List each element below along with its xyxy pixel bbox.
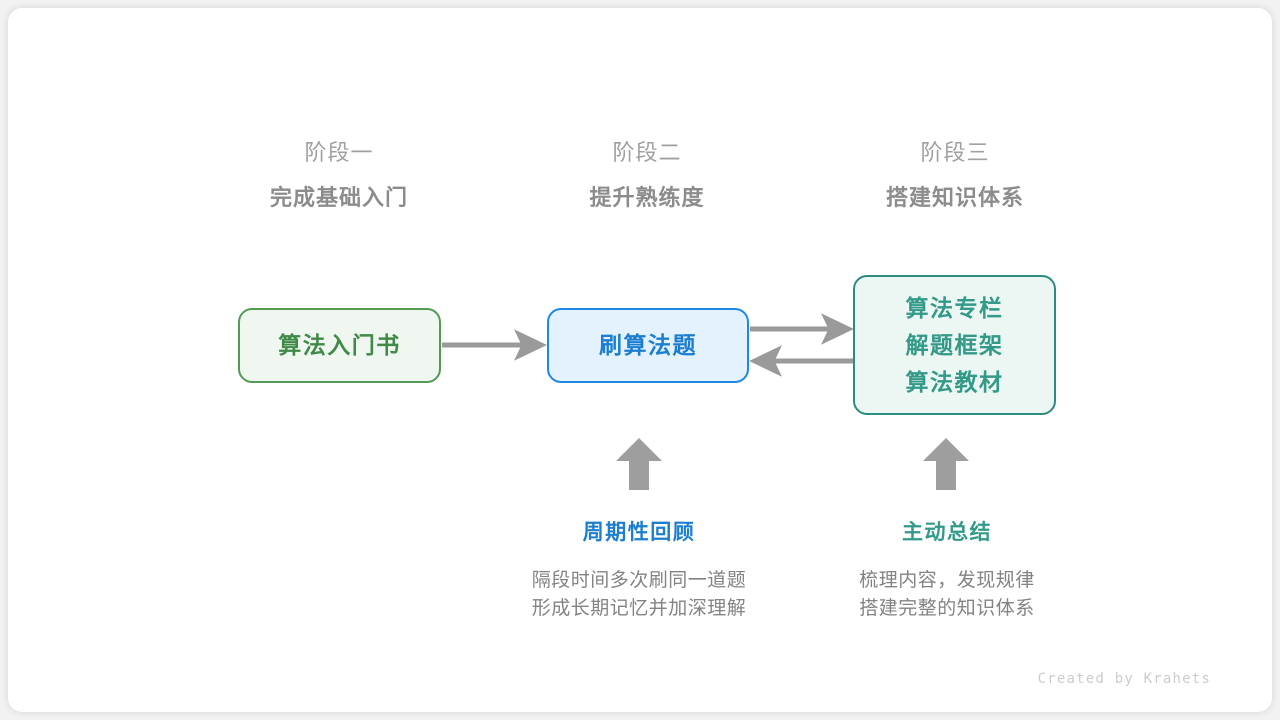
annotation-active-summary-title: 主动总结 — [902, 521, 992, 544]
up-arrow-icon-summary — [923, 438, 969, 490]
stage-header-3: 阶段三 搭建知识体系 — [825, 138, 1085, 213]
node-knowledge-resources-line-1: 算法专栏 — [905, 294, 1004, 321]
stage-3-number: 阶段三 — [920, 140, 990, 165]
node-algorithm-book-line-1: 算法入门书 — [278, 332, 401, 358]
annotation-periodic-review-desc-line-2: 形成长期记忆并加深理解 — [531, 598, 747, 619]
node-algorithm-book[interactable]: 算法入门书 — [238, 308, 441, 383]
stage-header-1: 阶段一 完成基础入门 — [209, 138, 469, 213]
node-practice-problems-line-1: 刷算法题 — [599, 332, 697, 358]
node-knowledge-resources-line-3: 算法教材 — [905, 368, 1004, 395]
stage-2-title: 提升熟练度 — [589, 185, 705, 210]
node-practice-problems[interactable]: 刷算法题 — [547, 308, 749, 383]
diagram-canvas: 阶段一 完成基础入门 阶段二 提升熟练度 阶段三 搭建知识体系 算法入门书 刷算… — [8, 8, 1272, 712]
annotation-periodic-review-desc-line-1: 隔段时间多次刷同一道题 — [531, 570, 747, 591]
node-knowledge-resources[interactable]: 算法专栏 解题框架 算法教材 — [853, 275, 1056, 415]
annotation-active-summary: 主动总结 梳理内容，发现规律 搭建完整的知识体系 — [797, 518, 1097, 623]
stage-2-number: 阶段二 — [612, 140, 682, 165]
stage-3-title: 搭建知识体系 — [885, 185, 1024, 210]
footer-credit: Created by Krahets — [1037, 671, 1211, 687]
stage-header-2: 阶段二 提升熟练度 — [517, 138, 777, 213]
annotation-periodic-review: 周期性回顾 隔段时间多次刷同一道题 形成长期记忆并加深理解 — [489, 518, 789, 623]
stage-1-number: 阶段一 — [304, 140, 374, 165]
annotation-active-summary-desc-line-1: 梳理内容，发现规律 — [859, 570, 1035, 591]
annotation-periodic-review-desc: 隔段时间多次刷同一道题 形成长期记忆并加深理解 — [489, 567, 789, 623]
annotation-active-summary-desc: 梳理内容，发现规律 搭建完整的知识体系 — [797, 567, 1097, 623]
annotation-active-summary-desc-line-2: 搭建完整的知识体系 — [859, 598, 1035, 619]
node-knowledge-resources-line-2: 解题框架 — [905, 331, 1004, 358]
up-arrow-icon-review — [616, 438, 662, 490]
stage-1-title: 完成基础入门 — [269, 185, 408, 210]
annotation-periodic-review-title: 周期性回顾 — [582, 521, 696, 544]
